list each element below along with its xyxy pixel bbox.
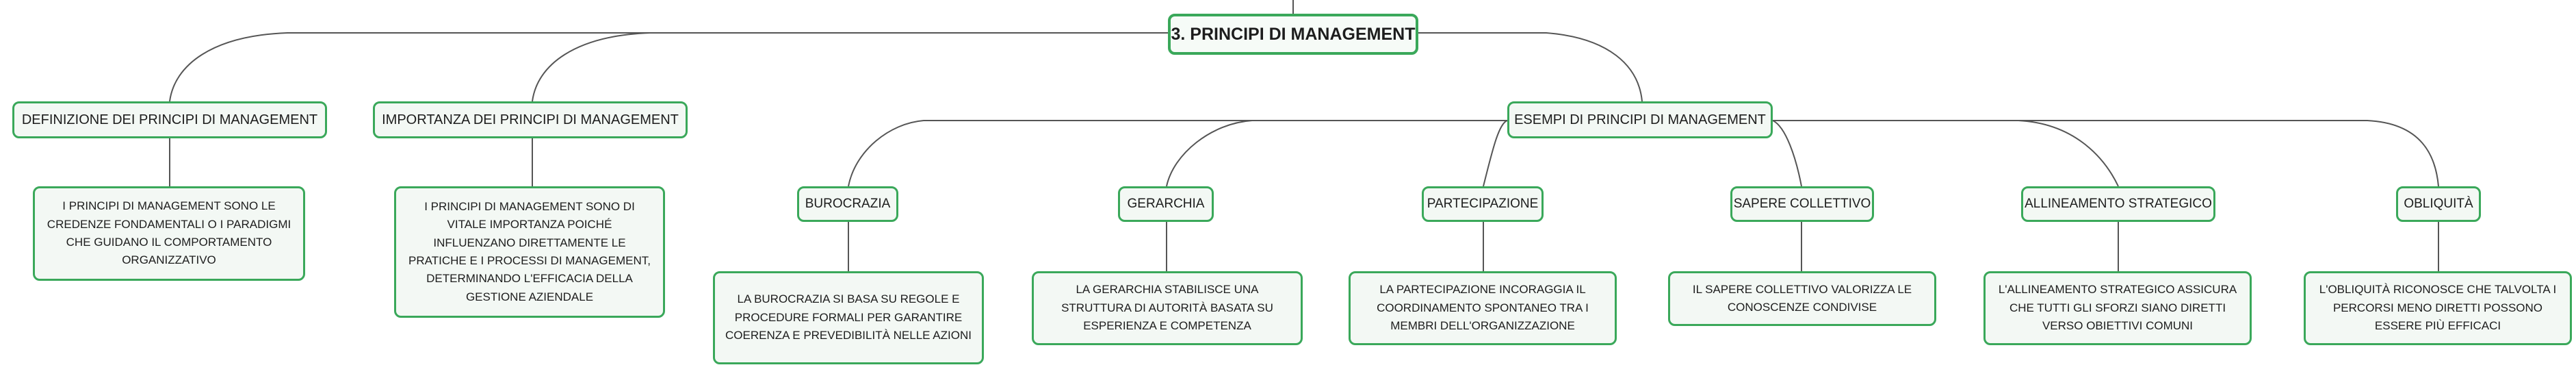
connector-esempi-burocrazia xyxy=(848,120,1507,187)
connector-root-importanza xyxy=(532,32,1168,102)
topic-gerarchia[interactable]: GERARCHIA xyxy=(1118,186,1214,222)
topic-sapere-collettivo[interactable]: SAPERE COLLETTIVO xyxy=(1730,186,1874,222)
description-allineamento-strategico[interactable]: L'ALLINEAMENTO STRATEGICO ASSICURA CHE T… xyxy=(1983,271,2252,345)
description-burocrazia[interactable]: LA BUROCRAZIA SI BASA SU REGOLE E PROCED… xyxy=(713,271,984,364)
topic-partecipazione[interactable]: PARTECIPAZIONE xyxy=(1422,186,1544,222)
topic-allineamento-strategico[interactable]: ALLINEAMENTO STRATEGICO xyxy=(2021,186,2215,222)
connector-esempi-partecipazione xyxy=(1483,120,1508,187)
connector-esempi-obliquita xyxy=(1773,120,2439,187)
connector-root-esempi xyxy=(1418,32,1643,102)
description-partecipazione[interactable]: LA PARTECIPAZIONE INCORAGGIA IL COORDINA… xyxy=(1349,271,1617,345)
description-sapere-collettivo[interactable]: IL SAPERE COLLETTIVO VALORIZZA LE CONOSC… xyxy=(1668,271,1936,326)
connector-esempi-allineamento xyxy=(1773,120,2119,187)
description-definizione[interactable]: I PRINCIPI DI MANAGEMENT SONO LE CREDENZ… xyxy=(33,186,305,281)
description-gerarchia[interactable]: LA GERARCHIA STABILISCE UNA STRUTTURA DI… xyxy=(1032,271,1303,345)
connector-esempi-sapere-collettivo xyxy=(1772,120,1802,187)
topic-burocrazia[interactable]: BUROCRAZIA xyxy=(797,186,898,222)
description-importanza[interactable]: I PRINCIPI DI MANAGEMENT SONO DI VITALE … xyxy=(394,186,665,318)
topic-importanza[interactable]: IMPORTANZA DEI PRINCIPI DI MANAGEMENT xyxy=(373,101,688,138)
topic-obliquita[interactable]: OBLIQUITÀ xyxy=(2396,186,2481,222)
topic-definizione[interactable]: DEFINIZIONE DEI PRINCIPI DI MANAGEMENT xyxy=(12,101,327,138)
topic-esempi[interactable]: ESEMPI DI PRINCIPI DI MANAGEMENT xyxy=(1507,101,1773,138)
connector-esempi-gerarchia xyxy=(1166,120,1507,187)
connector-root-definizione xyxy=(169,32,1168,102)
description-obliquita[interactable]: L'OBLIQUITÀ RICONOSCE CHE TALVOLTA I PER… xyxy=(2304,271,2572,345)
root-topic[interactable]: 3. PRINCIPI DI MANAGEMENT xyxy=(1168,14,1418,55)
